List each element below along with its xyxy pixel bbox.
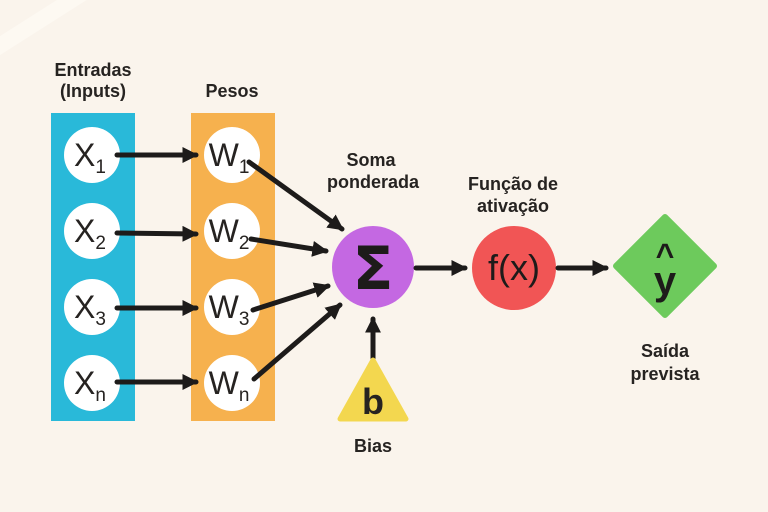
sum-node: [332, 226, 414, 308]
weights-heading: Pesos: [205, 81, 258, 101]
bias-node: [337, 357, 409, 422]
input-node-x1-label: X1: [74, 137, 106, 178]
arrow-w3-sum: [250, 282, 331, 313]
arrow-w2-sum: [248, 236, 329, 257]
activation-node: [472, 226, 556, 310]
input-node-x2-label: X2: [74, 213, 106, 254]
output-label-line2: prevista: [630, 364, 700, 384]
weight-node-w1: [204, 127, 260, 183]
input-node-x1: [64, 127, 120, 183]
bias-symbol: b: [362, 381, 384, 422]
corner-texture: [0, 0, 87, 56]
arrow-wn-sum: [251, 302, 343, 382]
input-node-x3: [64, 279, 120, 335]
input-node-xn-label: Xn: [74, 365, 106, 406]
inputs-heading-line1: Entradas: [54, 60, 131, 80]
arrow-x2-w2: [114, 225, 199, 242]
activation-label-line1: Função de: [468, 174, 558, 194]
weight-node-w3: [204, 279, 260, 335]
weight-node-wn: [204, 355, 260, 411]
input-node-xn: [64, 355, 120, 411]
output-hat-symbol: ^: [656, 237, 675, 273]
bias-label: Bias: [354, 436, 392, 456]
sum-label-line2: ponderada: [327, 172, 420, 192]
arrow-w1-sum: [246, 159, 345, 232]
input-node-x3-label: X3: [74, 289, 106, 330]
weight-node-w2-label: W2: [209, 213, 250, 254]
output-node: [613, 214, 717, 318]
activation-label-line2: ativação: [477, 196, 549, 216]
inputs-heading-line2: (Inputs): [60, 81, 126, 101]
output-symbol: y: [654, 259, 677, 303]
sum-label-line1: Soma: [346, 150, 396, 170]
weight-node-w2: [204, 203, 260, 259]
weight-node-wn-label: Wn: [209, 365, 250, 406]
input-node-x2: [64, 203, 120, 259]
activation-symbol: f(x): [488, 247, 540, 288]
output-label-line1: Saída: [641, 341, 690, 361]
weight-node-w1-label: W1: [209, 137, 250, 178]
weight-node-w3-label: W3: [209, 289, 250, 330]
sum-symbol: Σ: [353, 234, 394, 304]
